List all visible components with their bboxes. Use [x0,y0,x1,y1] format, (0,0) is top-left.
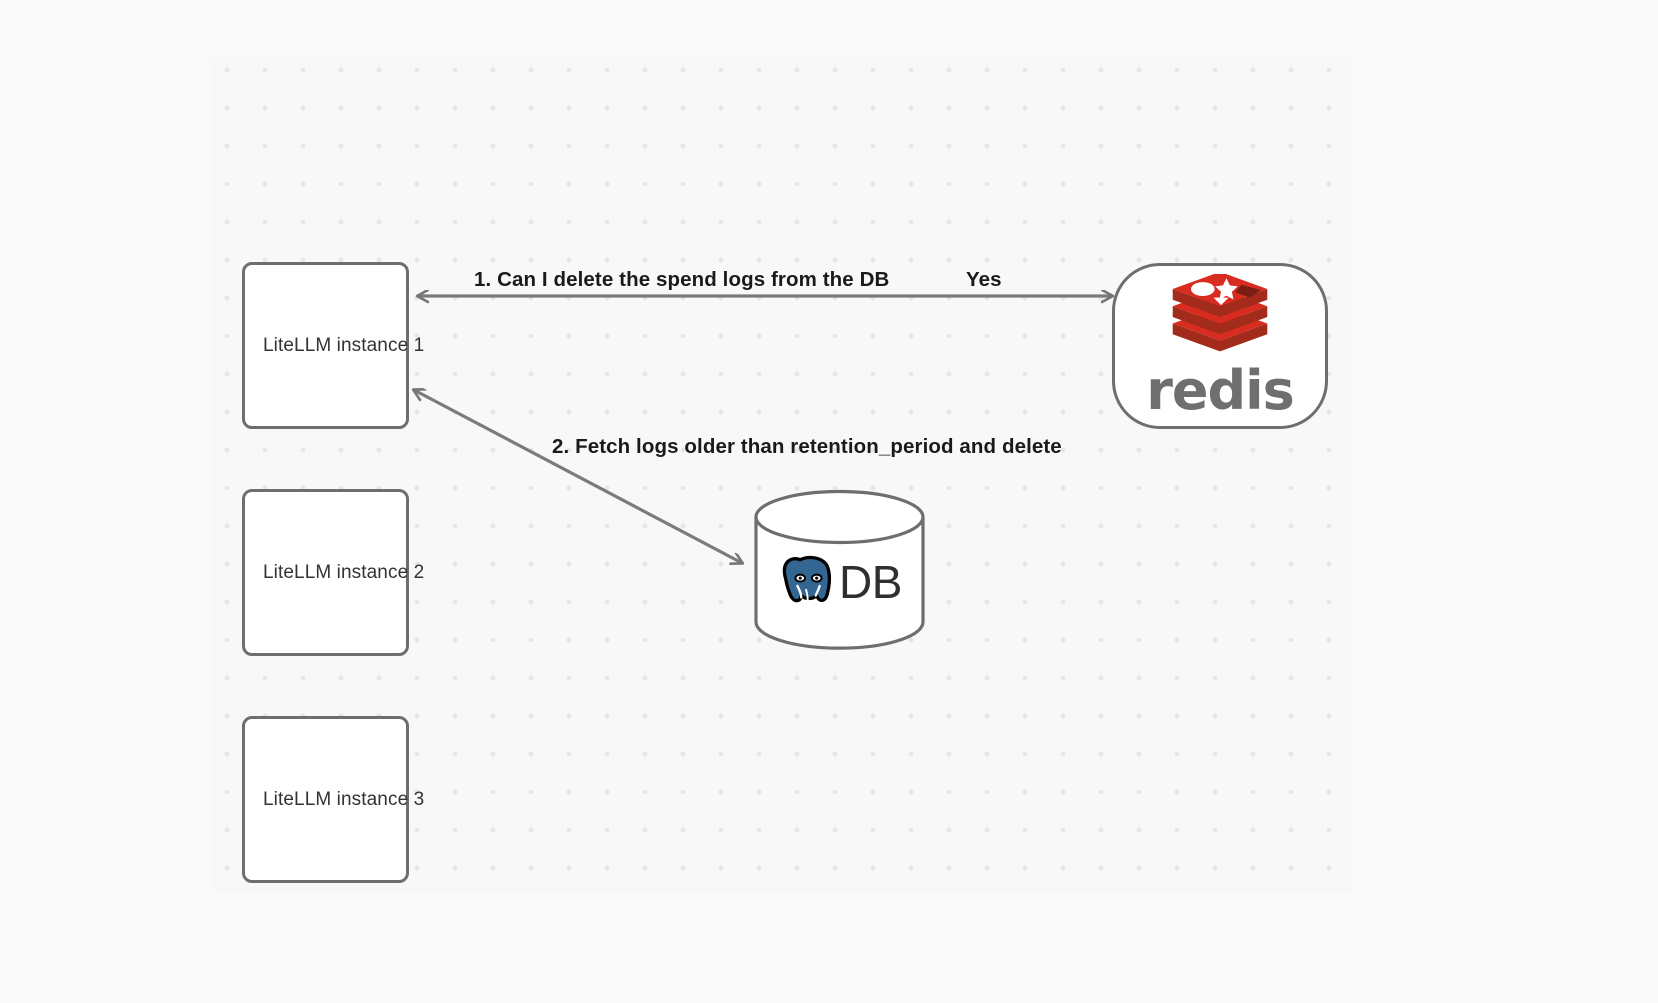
node-litellm-instance-3-label: LiteLLM instance 3 [263,788,425,810]
node-db[interactable]: DB [753,489,926,650]
node-redis[interactable]: redis [1112,263,1328,429]
edge-label-1-reply: Yes [966,268,1002,291]
edge-label-1: 1. Can I delete the spend logs from the … [474,268,890,291]
node-litellm-instance-1[interactable]: LiteLLM instance 1 [242,262,424,429]
postgresql-elephant-icon [782,555,832,608]
node-litellm-instance-3[interactable]: LiteLLM instance 3 [242,716,424,883]
canvas-margin-left [0,0,210,1003]
redis-wordmark: redis [1146,359,1295,422]
edge-label-2: 2. Fetch logs older than retention_perio… [552,435,1062,458]
canvas-margin-top [0,0,1658,58]
edge-litellm1-db [414,390,742,563]
node-litellm-instance-2-label: LiteLLM instance 2 [263,561,425,583]
canvas-margin-right [1352,0,1658,1003]
canvas-margin-bottom [0,893,1658,1003]
node-litellm-instance-2[interactable]: LiteLLM instance 2 [242,489,424,656]
node-litellm-instance-1-label: LiteLLM instance 1 [263,334,425,356]
db-label: DB [839,556,902,608]
redis-logo-icon [1172,274,1268,352]
db-cylinder-shape [754,489,925,650]
